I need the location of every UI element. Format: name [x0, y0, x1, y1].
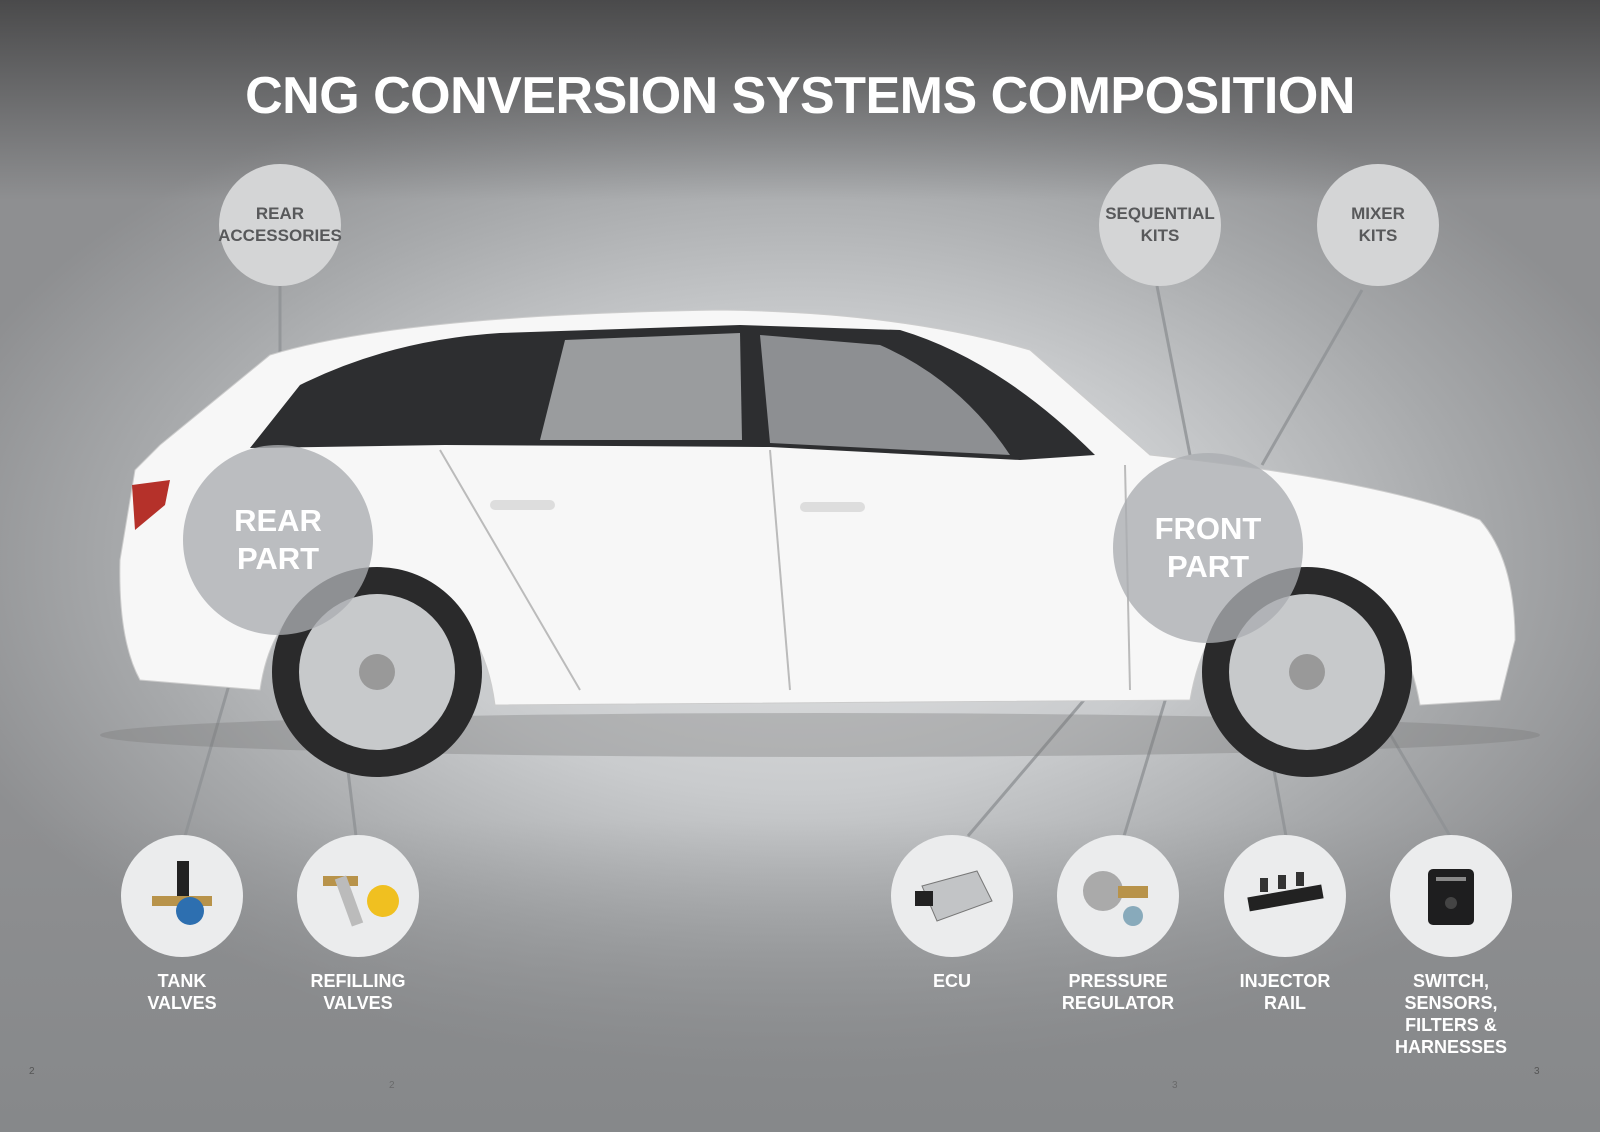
ecu-icon [891, 835, 1013, 957]
switch-icon [1390, 835, 1512, 957]
injector-rail-icon [1224, 835, 1346, 957]
page-number: 2 [389, 1080, 395, 1091]
component-label-refilling-valves: REFILLING VALVES [310, 971, 406, 1013]
component-label-switch-sensors: SWITCH, SENSORS, FILTERS & HARNESSES [1394, 971, 1508, 1057]
tank-valve-icon [121, 835, 243, 957]
page-number: 2 [29, 1066, 35, 1077]
pressure-regulator-icon [1057, 835, 1179, 957]
rear-part-marker: REAR PART [183, 445, 373, 635]
page-number: 3 [1172, 1080, 1178, 1091]
page-title: CNG CONVERSION SYSTEMS COMPOSITION [245, 67, 1355, 125]
component-label-pressure-regulator: PRESSURE REGULATOR [1061, 971, 1175, 1013]
category-sequential-kits: SEQUENTIAL KITS [1099, 164, 1221, 286]
refilling-valve-icon [297, 835, 419, 957]
category-mixer-kits: MIXER KITS [1317, 164, 1439, 286]
component-label-ecu: ECU [932, 971, 971, 991]
component-label-injector-rail: INJECTOR RAIL [1239, 971, 1331, 1013]
page-number: 3 [1534, 1066, 1540, 1077]
front-part-marker: FRONT PART [1113, 453, 1303, 643]
component-label-tank-valves: TANK VALVES [147, 971, 217, 1013]
category-rear-accessories: REAR ACCESSORIES [218, 164, 342, 286]
